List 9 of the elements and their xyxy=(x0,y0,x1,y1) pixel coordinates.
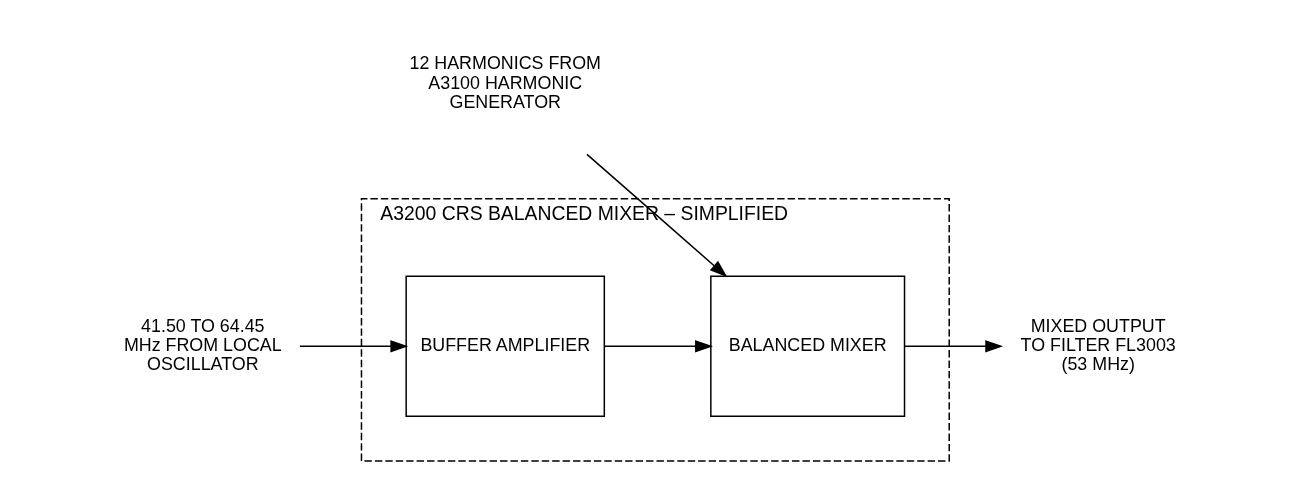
arrow xyxy=(603,340,713,353)
node-text: 41.50 TO 64.45 MHz FROM LOCAL OSCILLATOR xyxy=(123,315,282,375)
arrow xyxy=(904,340,1004,353)
node-box: BALANCED MIXER xyxy=(710,275,906,418)
arrow xyxy=(299,340,409,353)
node-text: 12 HARMONICS FROM A3100 HARMONIC GENERATOR xyxy=(409,53,601,113)
node-text: MIXED OUTPUT TO FILTER FL3003 (53 MHz) xyxy=(1020,315,1176,375)
node-box: BUFFER AMPLIFIER xyxy=(405,275,606,418)
arrow xyxy=(586,153,728,278)
